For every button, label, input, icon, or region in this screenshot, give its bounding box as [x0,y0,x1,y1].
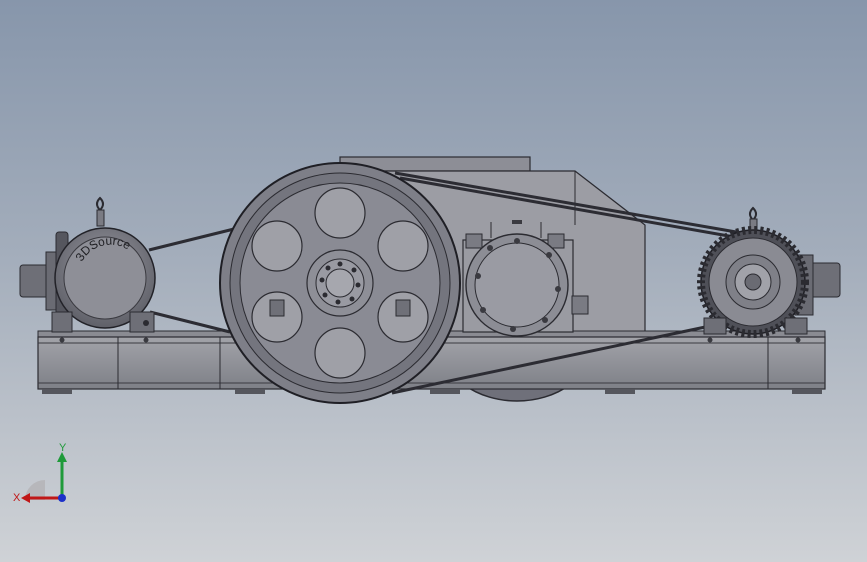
coordinate-triad: Y X [13,442,67,504]
drive-belts [148,171,749,395]
right-motor [697,206,841,338]
x-axis-label: X [13,492,21,504]
left-motor: 3DSource [19,196,156,333]
y-axis-label: Y [59,442,67,454]
large-pulley [219,162,461,404]
z-axis-icon [58,494,66,502]
right-bearing-housing [462,220,589,337]
